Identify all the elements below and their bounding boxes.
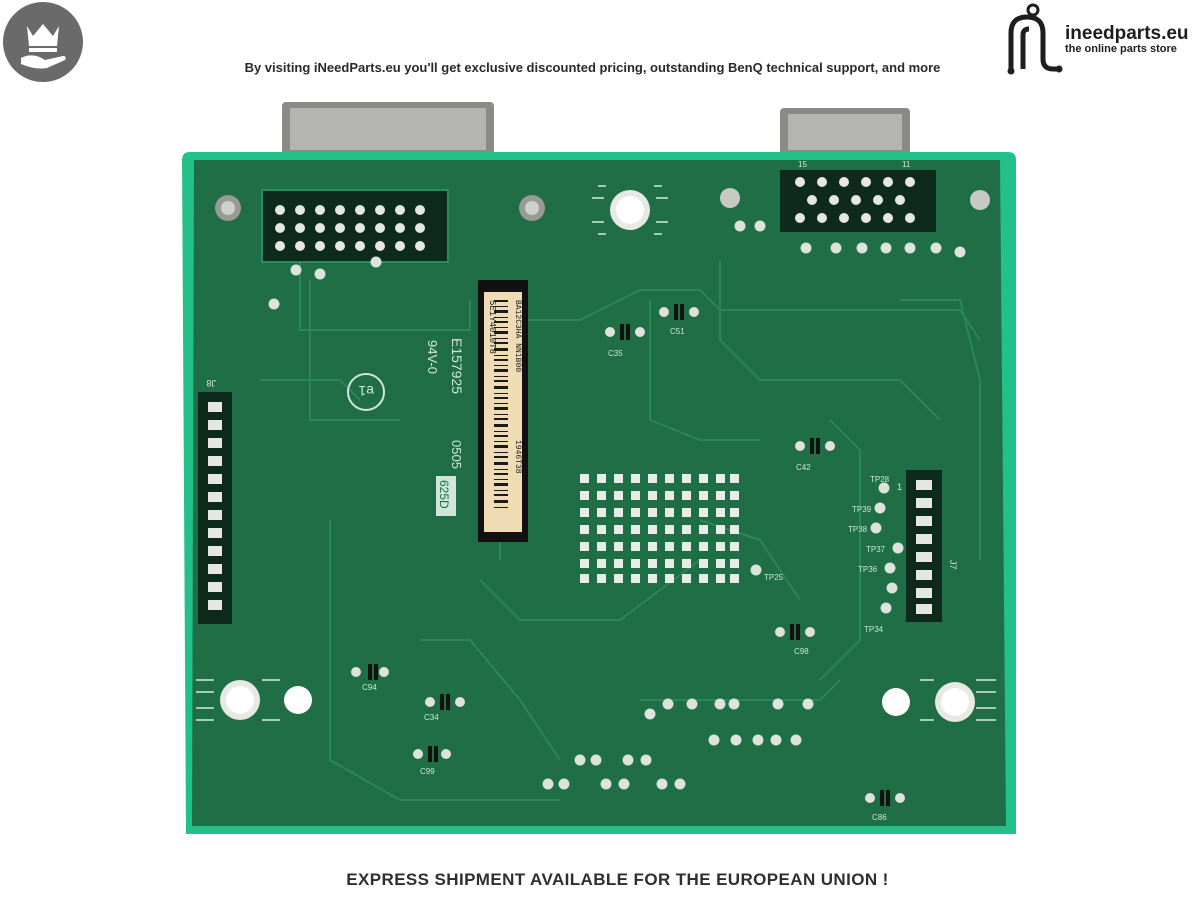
- label-c35: C35: [608, 349, 623, 358]
- svg-text:ɐ1: ɐ1: [358, 383, 374, 399]
- ineedparts-logo[interactable]: ineedparts.eu the online parts store: [1003, 3, 1198, 75]
- ul-mark-icon: [347, 373, 385, 411]
- label-c99: C99: [420, 767, 435, 776]
- label-tp25: TP25: [764, 573, 784, 582]
- pin-15-label: 15: [798, 160, 807, 169]
- label-c94: C94: [362, 683, 377, 692]
- label-tp28: TP28: [870, 475, 890, 484]
- file-number-label: E157925: [449, 338, 465, 394]
- bga-pad-grid: [580, 474, 739, 583]
- j8-label: J8: [206, 378, 216, 388]
- rating-label: 94V-0: [425, 340, 440, 374]
- pin-11-label: 11: [902, 160, 911, 169]
- lot-code-label: 625D: [437, 480, 451, 509]
- label-c86: C86: [872, 813, 887, 822]
- j7-label: J7: [948, 560, 958, 570]
- j7-header: [906, 470, 942, 622]
- crown-hand-badge-icon: [3, 2, 83, 82]
- sticker-code-middle: BA12C3HA NN1B00: [513, 300, 522, 372]
- logo-tagline: the online parts store: [1065, 43, 1177, 55]
- label-tp34: TP34: [864, 625, 884, 634]
- promo-banner-text: By visiting iNeedParts.eu you'll get exc…: [244, 60, 941, 75]
- shipping-banner-text: EXPRESS SHIPMENT AVAILABLE FOR THE EUROP…: [346, 870, 889, 889]
- logo-name: ineedparts.eu: [1065, 23, 1189, 44]
- ineedparts-emblem-icon: [1007, 3, 1063, 75]
- label-tp39: TP39: [852, 505, 872, 514]
- date-code-label: 0505: [449, 440, 464, 469]
- sticker-code-bottom: 5E1Y4010T8: [487, 300, 497, 354]
- sticker-code-top: 1946T38: [513, 440, 522, 474]
- pin-1-label: 1: [897, 482, 902, 492]
- label-c34: C34: [424, 713, 439, 722]
- label-c51: C51: [670, 327, 685, 336]
- label-tp38: TP38: [848, 525, 868, 534]
- label-tp36: TP36: [858, 565, 878, 574]
- label-tp37: TP37: [866, 545, 886, 554]
- label-c42: C42: [796, 463, 811, 472]
- label-c98: C98: [794, 647, 809, 656]
